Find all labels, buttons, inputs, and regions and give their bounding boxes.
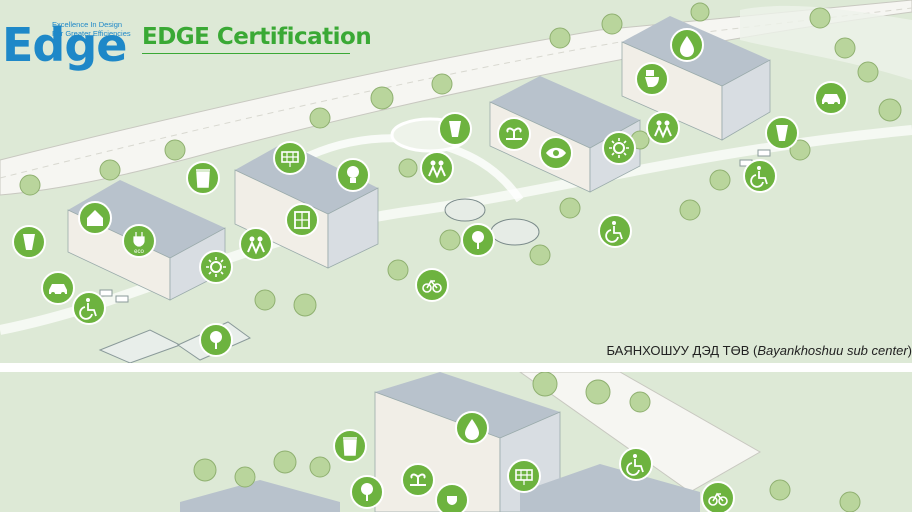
sun-icon (602, 131, 636, 165)
tree-icon (350, 475, 384, 509)
sun-icon (199, 250, 233, 284)
water-drop-icon (670, 28, 704, 62)
community-icon (239, 227, 273, 261)
water-drop-icon (455, 411, 489, 445)
wheelchair-icon (743, 159, 777, 193)
building-2 (234, 142, 379, 269)
panel-separator (0, 363, 912, 372)
eye-icon (539, 136, 573, 170)
tree-icon (461, 223, 495, 257)
title-underline (142, 53, 350, 54)
plant-hand-icon (497, 117, 531, 151)
solar-panel-icon (273, 141, 307, 175)
recycle-bin-icon (333, 429, 367, 463)
wheelchair-icon (619, 447, 653, 481)
compost-icon (765, 116, 799, 150)
logo-tagline-1: Excellence In Design (52, 20, 123, 29)
tree-icon (199, 323, 233, 357)
image-caption: БАЯНХОШУУ ДЭД ТӨВ (Bayankhoshuu sub cent… (606, 343, 912, 358)
edge-logo: Edge Excellence In Design For Greater Ef… (0, 10, 140, 76)
solar-panel-icon (507, 459, 541, 493)
plant-hand-icon (401, 463, 435, 497)
wheelchair-icon (598, 214, 632, 248)
compost-icon (438, 112, 472, 146)
window-icon (285, 203, 319, 237)
logo-tagline-2: For Greater Efficiencies (52, 29, 131, 38)
bicycle-icon (701, 481, 735, 512)
house-icon (78, 201, 112, 235)
community-icon (646, 111, 680, 145)
logo-wordmark: Edge (2, 18, 127, 72)
toilet-icon (635, 62, 669, 96)
page-title: EDGE Certification (142, 24, 372, 50)
wheelchair-icon (72, 291, 106, 325)
bicycle-icon (415, 268, 449, 302)
caption-suffix: ) (907, 343, 912, 358)
eco-plug-icon: eco (122, 224, 156, 258)
eco-plug-icon (435, 483, 469, 512)
caption-prefix: БАЯНХОШУУ ДЭД ТӨВ ( (606, 343, 758, 358)
eco-label: eco (134, 249, 144, 255)
community-icon (420, 151, 454, 185)
site-plan-illustration-2 (180, 372, 861, 512)
compost-icon (12, 225, 46, 259)
recycle-bin-icon (186, 161, 220, 195)
car-icon (41, 271, 75, 305)
car-icon (814, 81, 848, 115)
light-bulb-icon (336, 158, 370, 192)
caption-italic: Bayankhoshuu sub center (757, 343, 908, 358)
bottom-illustration-panel (0, 372, 912, 512)
badge-layer: eco (12, 28, 848, 357)
top-illustration-panel: Edge Excellence In Design For Greater Ef… (0, 0, 912, 363)
